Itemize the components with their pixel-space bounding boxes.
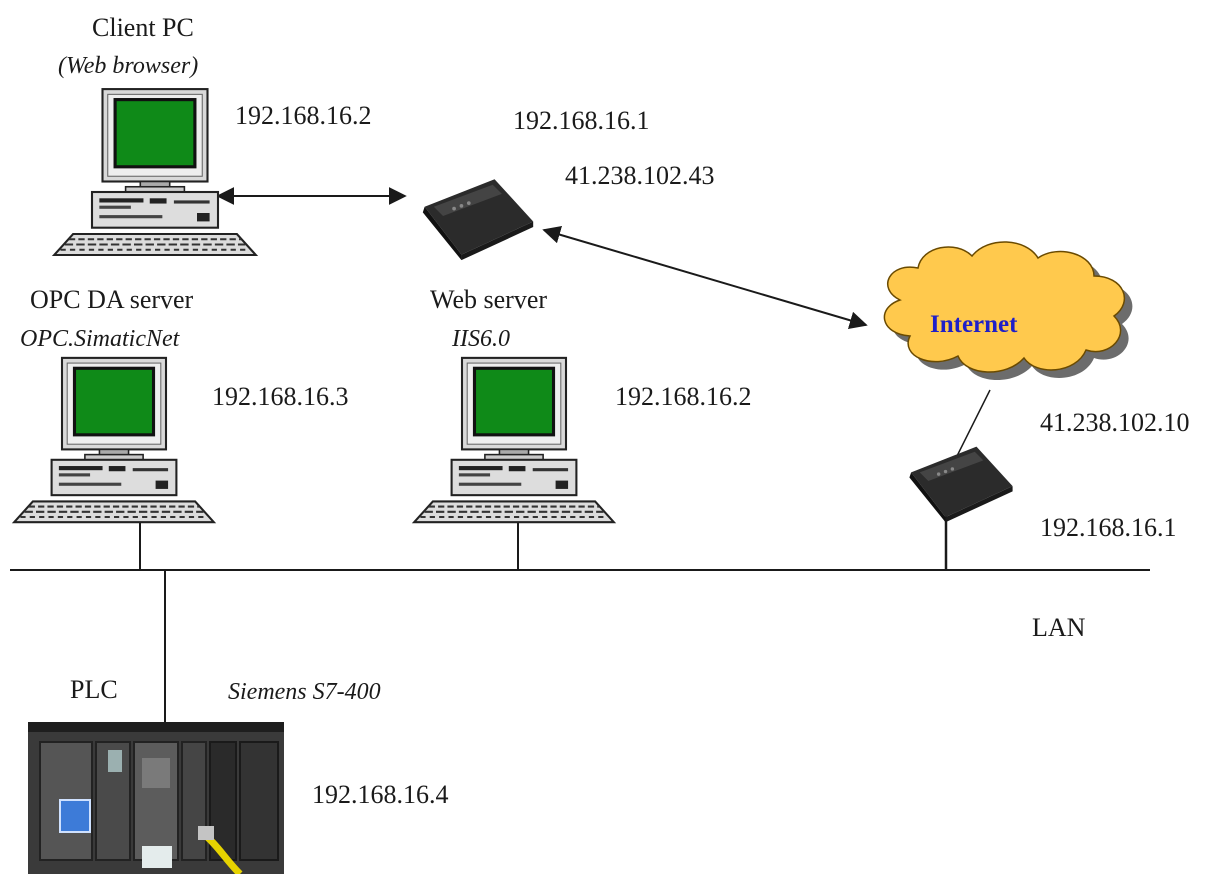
local-router-icon [422,179,534,261]
internet-cloud-icon [883,241,1133,381]
plc-title: PLC [70,675,118,704]
plc-ip: 192.168.16.4 [312,780,449,809]
opc-server-subtitle: OPC.SimaticNet [20,326,180,352]
opc-server-ip: 192.168.16.3 [212,382,349,411]
local-router-ip-wan: 41.238.102.43 [565,161,715,190]
client-pc-icon [52,87,258,257]
remote-router-ip-lan: 192.168.16.1 [1040,513,1177,542]
web-server-computer-icon [412,356,616,524]
internet-label: Internet [930,311,1018,338]
client-pc-ip: 192.168.16.2 [235,101,372,130]
plc-model: Siemens S7-400 [228,679,381,705]
web-server-title: Web server [430,285,548,314]
plc-photo [28,722,284,874]
opc-server-computer-icon [12,356,216,524]
opc-server-title: OPC DA server [30,285,194,314]
web-server-subtitle: IIS6.0 [452,326,510,352]
internet-router-link [955,389,991,459]
router-internet-arrow [542,225,868,330]
remote-router-icon [909,446,1013,523]
client-pc-title: Client PC [92,13,194,42]
local-router-ip-lan: 192.168.16.1 [513,106,650,135]
client-pc-subtitle: (Web browser) [58,53,199,79]
web-server-ip: 192.168.16.2 [615,382,752,411]
lan-label: LAN [1032,613,1086,642]
remote-router-ip-wan: 41.238.102.10 [1040,408,1190,437]
